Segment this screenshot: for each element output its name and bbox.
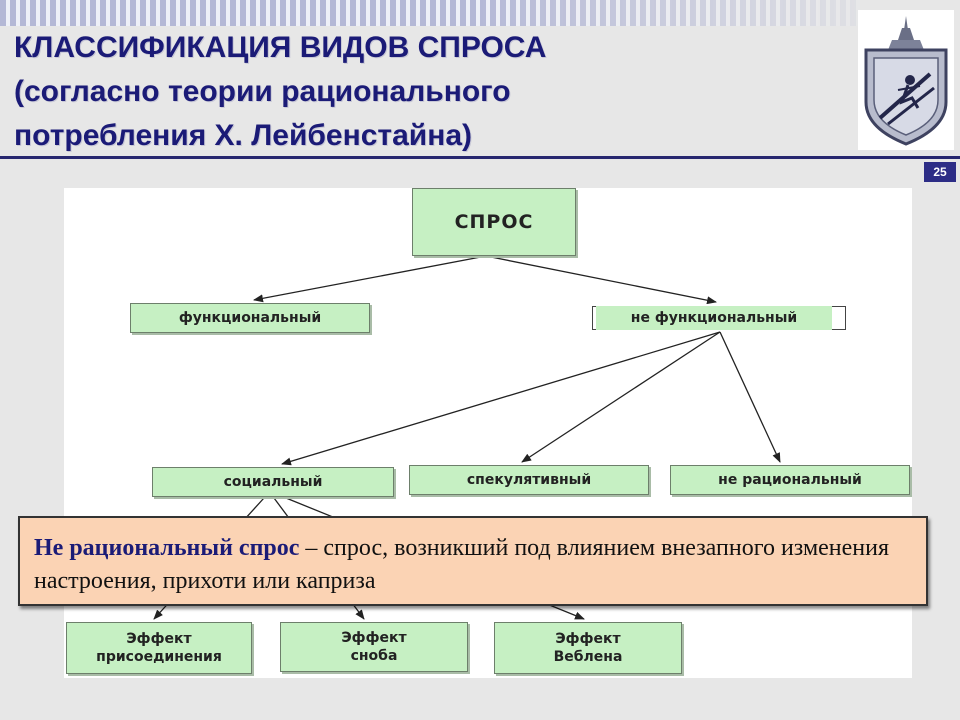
node-speculative: спекулятивный <box>409 465 649 495</box>
node-snob-effect: Эффект сноба <box>280 622 468 672</box>
node-irrational-label: не рациональный <box>718 472 862 488</box>
node-social-label: социальный <box>223 474 323 490</box>
bandwagon-line-1: Эффект <box>126 631 192 647</box>
bandwagon-line-2: присоединения <box>96 649 222 665</box>
slide-number: 25 <box>924 162 956 182</box>
title-line-1: КЛАССИФИКАЦИЯ ВИДОВ СПРОСА <box>14 31 547 64</box>
callout-definition: – спрос, возникший под влиянием внезапно… <box>34 535 889 594</box>
definition-callout: Не рациональный спрос – спрос, возникший… <box>18 516 928 606</box>
title-line-3: потребления Х. Лейбенстайна) <box>14 119 473 152</box>
snob-line-2: сноба <box>350 648 398 664</box>
node-veblen-effect: Эффект Веблена <box>494 622 682 674</box>
node-bandwagon-effect: Эффект присоединения <box>66 622 252 674</box>
header-stripes <box>0 0 860 26</box>
node-social: социальный <box>152 467 394 497</box>
university-emblem-icon <box>858 10 954 150</box>
node-irrational: не рациональный <box>670 465 910 495</box>
veblen-line-2: Веблена <box>553 649 623 665</box>
node-non-functional-label: не функциональный <box>630 310 798 326</box>
node-demand: СПРОС <box>412 188 576 256</box>
node-functional: функциональный <box>130 303 370 333</box>
node-non-functional: не функциональный <box>596 306 832 330</box>
node-speculative-label: спекулятивный <box>466 472 592 488</box>
title-rule <box>0 156 960 159</box>
slide-title: КЛАССИФИКАЦИЯ ВИДОВ СПРОСА (согласно тео… <box>14 26 854 158</box>
snob-line-1: Эффект <box>341 630 407 646</box>
veblen-line-1: Эффект <box>555 631 621 647</box>
callout-term: Не рациональный спрос <box>34 535 300 561</box>
node-demand-label: СПРОС <box>454 211 534 233</box>
title-line-2: (согласно теории рационального <box>14 75 511 108</box>
node-functional-label: функциональный <box>178 310 322 326</box>
